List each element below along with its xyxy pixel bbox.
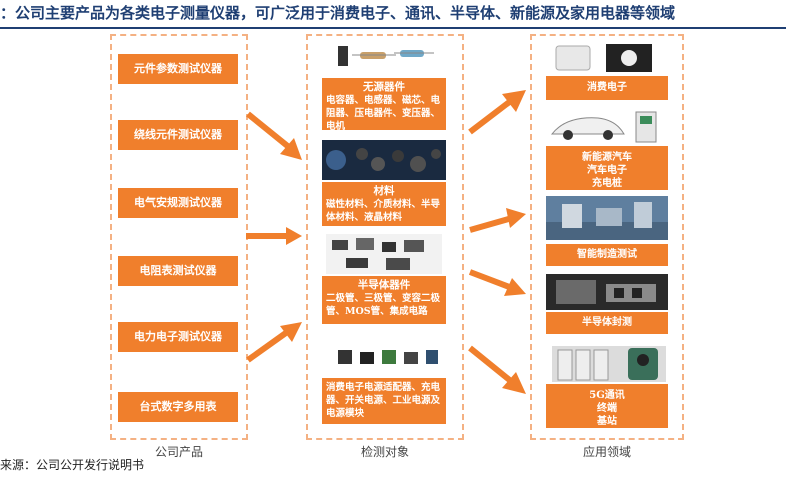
arrow-icon (466, 342, 530, 398)
arrow-icon (466, 206, 530, 236)
product-box: 元件参数测试仪器 (118, 54, 238, 84)
target-box-materials: 材料 磁性材料、介质材料、半导体材料、液晶材料 (322, 182, 446, 226)
consumer-electronics-image (546, 42, 668, 74)
target-box-semiconductor: 半导体器件 二极管、三极管、变容二极管、MOS管、集成电路 (322, 276, 446, 324)
source-footnote: 来源：公司公开发行说明书 (0, 456, 144, 473)
title-divider (0, 27, 786, 29)
target-box-passive: 无源器件 电容器、电感器、磁芯、电阻器、压电器件、变压器、电机 (322, 78, 446, 130)
applications-column-label: 应用领域 (530, 443, 684, 460)
targets-column-label: 检测对象 (306, 443, 464, 460)
product-box: 绕线元件测试仪器 (118, 120, 238, 150)
application-box: 半导体封测 (546, 312, 668, 334)
products-column (110, 34, 248, 440)
target-box-power: 消费电子电源适配器、充电器、开关电源、工业电源及电源模块 (322, 378, 446, 424)
materials-image (322, 140, 446, 180)
semiconductor-packaging-image (546, 274, 668, 310)
arrow-icon (466, 266, 530, 302)
target-heading: 半导体器件 (326, 279, 442, 292)
target-heading: 无源器件 (326, 81, 442, 94)
application-box: 5G通讯 终端 基站 (546, 384, 668, 428)
arrow-icon (244, 318, 306, 366)
target-detail: 消费电子电源适配器、充电器、开关电源、工业电源及电源模块 (326, 382, 440, 419)
target-detail: 电容器、电感器、磁芯、电阻器、压电器件、变压器、电机 (326, 95, 440, 132)
target-detail: 磁性材料、介质材料、半导体材料、液晶材料 (326, 199, 440, 223)
page-title: ：公司主要产品为各类电子测量仪器，可广泛用于消费电子、通讯、半导体、新能源及家用… (0, 0, 786, 26)
5g-base-station-image (552, 346, 666, 382)
target-heading: 材料 (326, 185, 442, 198)
arrow-icon (244, 108, 306, 164)
smart-manufacturing-image (546, 196, 668, 240)
product-box: 台式数字多用表 (118, 392, 238, 422)
product-box: 电力电子测试仪器 (118, 322, 238, 352)
product-box: 电阻表测试仪器 (118, 256, 238, 286)
power-adapter-image (334, 346, 444, 370)
semiconductor-image (326, 234, 442, 274)
product-box: 电气安规测试仪器 (118, 188, 238, 218)
application-box: 新能源汽车 汽车电子 充电桩 (546, 146, 668, 190)
arrow-icon (244, 226, 306, 246)
target-detail: 二极管、三极管、变容二极管、MOS管、集成电路 (326, 293, 440, 317)
application-box: 消费电子 (546, 76, 668, 100)
application-box: 智能制造测试 (546, 244, 668, 266)
passive-components-image (330, 42, 440, 76)
ev-charging-image (546, 108, 668, 144)
arrow-icon (466, 86, 530, 138)
